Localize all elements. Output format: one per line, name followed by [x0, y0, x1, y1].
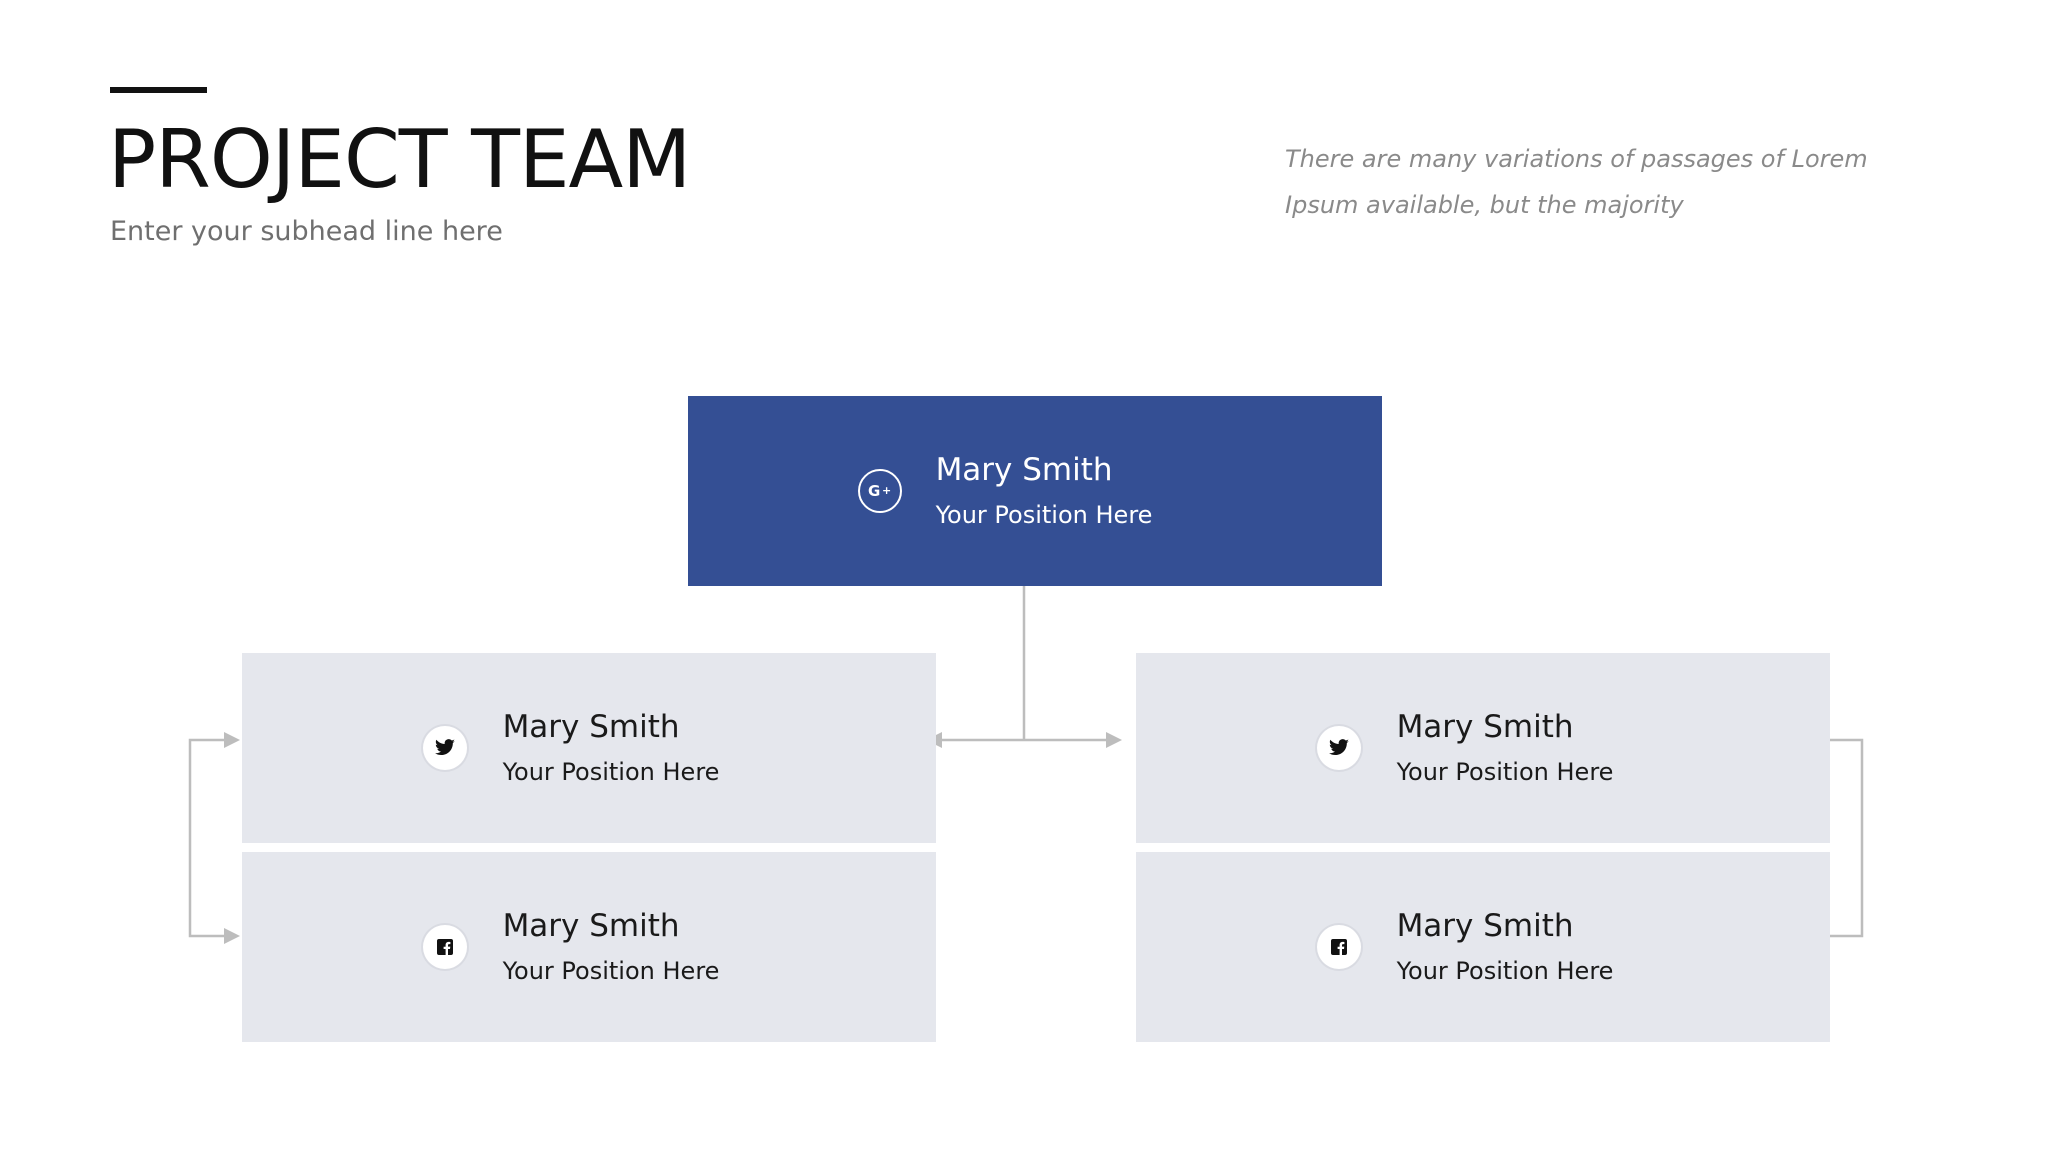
org-card-member: Mary Smith Your Position Here: [242, 653, 936, 843]
google-plus-icon: G +: [857, 469, 902, 513]
page-subhead: Enter your subhead line here: [110, 216, 503, 247]
svg-text:G: G: [868, 482, 880, 500]
arrow-right-head: [1106, 732, 1122, 748]
member-name: Mary Smith: [502, 908, 680, 944]
facebook-icon: [422, 925, 467, 969]
connector-right-bracket: [1822, 738, 1864, 938]
member-position: Your Position Here: [502, 758, 720, 786]
member-name: Mary Smith: [935, 452, 1113, 488]
svg-text:+: +: [882, 484, 891, 497]
org-card-top: G + Mary Smith Your Position Here: [688, 396, 1382, 586]
connector-left-bracket: [188, 738, 234, 938]
member-position: Your Position Here: [502, 957, 720, 985]
page-title: PROJECT TEAM: [108, 113, 691, 206]
org-card-member: Mary Smith Your Position Here: [242, 852, 936, 1042]
twitter-icon: [1316, 726, 1361, 770]
member-name: Mary Smith: [1396, 709, 1574, 745]
title-accent-bar: [110, 87, 207, 93]
member-position: Your Position Here: [1396, 957, 1614, 985]
twitter-icon: [422, 726, 467, 770]
arrow-head-left-bottom: [224, 928, 240, 944]
org-card-member: Mary Smith Your Position Here: [1136, 653, 1830, 843]
arrow-head-left-top: [224, 732, 240, 748]
intro-text: There are many variations of passages of…: [1285, 145, 1868, 219]
facebook-icon: [1316, 925, 1361, 969]
member-name: Mary Smith: [502, 709, 680, 745]
member-name: Mary Smith: [1396, 908, 1574, 944]
member-position: Your Position Here: [1396, 758, 1614, 786]
member-position: Your Position Here: [935, 501, 1153, 529]
org-card-member: Mary Smith Your Position Here: [1136, 852, 1830, 1042]
